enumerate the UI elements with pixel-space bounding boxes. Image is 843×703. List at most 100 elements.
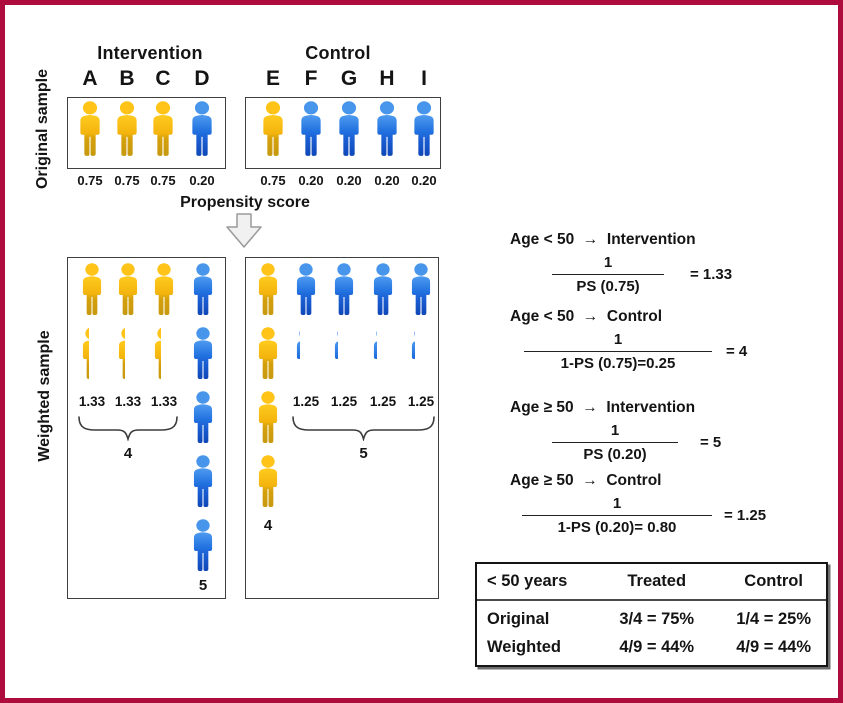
table-row-weighted: Weighted 4/9 = 44% 4/9 = 44% (477, 633, 826, 661)
person-icon-blue (187, 455, 219, 510)
propensity-value: 0.20 (411, 173, 437, 188)
fraction: 1 1-PS (0.75)=0.25 (524, 331, 712, 372)
person-icon-yellow (73, 101, 107, 159)
person-icon-yellow (252, 327, 284, 382)
propensity-value: 0.75 (260, 173, 286, 188)
person-icon-yellow (252, 263, 284, 318)
original-sample-side-label: Original sample (34, 68, 51, 190)
propensity-value: 0.75 (77, 173, 103, 188)
person-label-B: B (119, 67, 135, 90)
propensity-value: 0.20 (374, 173, 400, 188)
fraction-denominator: PS (0.20) (583, 446, 647, 463)
formula-result: = 5 (700, 434, 722, 451)
control-group-title: Control (305, 43, 371, 63)
unit-weight-label: 1.25 (407, 394, 435, 409)
person-icon-blue-partial (290, 327, 300, 382)
brace-icon (77, 415, 179, 446)
intervention-group-title: Intervention (97, 43, 203, 63)
formula-age-ge50-control: Age ≥ 50 → Control 1 1-PS (0.20)= 0.80 =… (510, 472, 766, 536)
propensity-value: 0.20 (298, 173, 324, 188)
person-icon-blue (290, 263, 322, 318)
brace-icon (291, 415, 436, 446)
formula-title: Age < 50 → Intervention (510, 231, 696, 248)
fraction-numerator: 1 (522, 495, 712, 516)
treated-value: 3/4 = 75% (619, 609, 695, 628)
formula-result: = 1.25 (724, 507, 767, 524)
person-label-I: I (421, 67, 427, 90)
person-label-G: G (340, 67, 358, 90)
fraction-denominator: PS (0.75) (576, 278, 640, 295)
fraction-denominator: 1-PS (0.75)=0.25 (560, 355, 676, 372)
person-icon-yellow-partial (148, 327, 161, 382)
person-icon-blue (187, 519, 219, 574)
summary-table-header-row: < 50 years Treated Control (477, 564, 826, 601)
treated-value: 4/9 = 44% (619, 637, 695, 656)
person-icon-yellow (256, 101, 290, 159)
person-icon-blue-partial (405, 327, 415, 382)
table-header-age: < 50 years (487, 572, 568, 590)
propensity-value: 0.20 (189, 173, 215, 188)
stack-total-label: 4 (263, 517, 273, 534)
person-icon-blue (294, 101, 328, 159)
formula-result: = 1.33 (690, 266, 733, 283)
propensity-value: 0.20 (336, 173, 362, 188)
person-icon-yellow (112, 263, 144, 318)
person-icon-yellow (252, 391, 284, 446)
formula-age-lt50-intervention: Age < 50 → Intervention 1 PS (0.75) = 1.… (510, 231, 732, 295)
person-icon-yellow-partial (76, 327, 89, 382)
person-icon-blue-partial (328, 327, 338, 382)
fraction: 1 PS (0.20) (552, 422, 678, 463)
person-label-F: F (304, 67, 318, 90)
table-row-original: Original 3/4 = 75% 1/4 = 25% (477, 605, 826, 633)
person-icon-blue-partial (367, 327, 377, 382)
person-label-A: A (82, 67, 98, 90)
formula-title: Age < 50 → Control (510, 308, 663, 325)
unit-weight-label: 1.25 (369, 394, 397, 409)
unit-weight-label: 1.33 (150, 394, 178, 409)
person-icon-yellow-partial (112, 327, 125, 382)
fraction-numerator: 1 (552, 254, 664, 275)
table-header-treated: Treated (627, 572, 687, 590)
unit-weight-label: 1.33 (114, 394, 142, 409)
summary-table: < 50 years Treated Control Original 3/4 … (475, 562, 828, 667)
person-icon-blue (407, 101, 441, 159)
propensity-value: 0.75 (150, 173, 176, 188)
propensity-value: 0.75 (114, 173, 140, 188)
propensity-score-label: Propensity score (180, 194, 310, 211)
row-label: Original (487, 609, 550, 628)
formula-title: Age ≥ 50 → Intervention (510, 399, 696, 416)
row-label: Weighted (487, 637, 561, 656)
person-icon-blue (332, 101, 366, 159)
person-label-E: E (265, 67, 280, 90)
fraction-numerator: 1 (552, 422, 678, 443)
down-arrow-icon (225, 213, 263, 254)
person-icon-yellow (146, 101, 180, 159)
unit-weight-label: 1.33 (78, 394, 106, 409)
person-label-H: H (379, 67, 395, 90)
fraction: 1 PS (0.75) (552, 254, 664, 295)
formula-age-lt50-control: Age < 50 → Control 1 1-PS (0.75)=0.25 = … (510, 308, 747, 372)
stack-total-label: 5 (198, 577, 208, 594)
person-icon-blue (370, 101, 404, 159)
brace-total-label: 4 (123, 445, 133, 462)
brace-total-label: 5 (359, 445, 368, 462)
person-icon-blue (367, 263, 399, 318)
person-icon-blue (187, 263, 219, 318)
person-icon-yellow (148, 263, 180, 318)
person-icon-yellow (110, 101, 144, 159)
person-icon-blue (187, 391, 219, 446)
person-label-C: C (155, 67, 171, 90)
unit-weight-label: 1.25 (292, 394, 320, 409)
person-icon-blue (328, 263, 360, 318)
formula-title: Age ≥ 50 → Control (510, 472, 662, 489)
person-icon-blue (185, 101, 219, 159)
table-header-control: Control (744, 572, 803, 590)
person-icon-blue (405, 263, 437, 318)
fraction-denominator: 1-PS (0.20)= 0.80 (557, 519, 677, 536)
unit-weight-label: 1.25 (330, 394, 358, 409)
person-label-D: D (194, 67, 210, 90)
control-value: 4/9 = 44% (736, 637, 811, 656)
person-icon-yellow (76, 263, 108, 318)
fraction-numerator: 1 (524, 331, 712, 352)
